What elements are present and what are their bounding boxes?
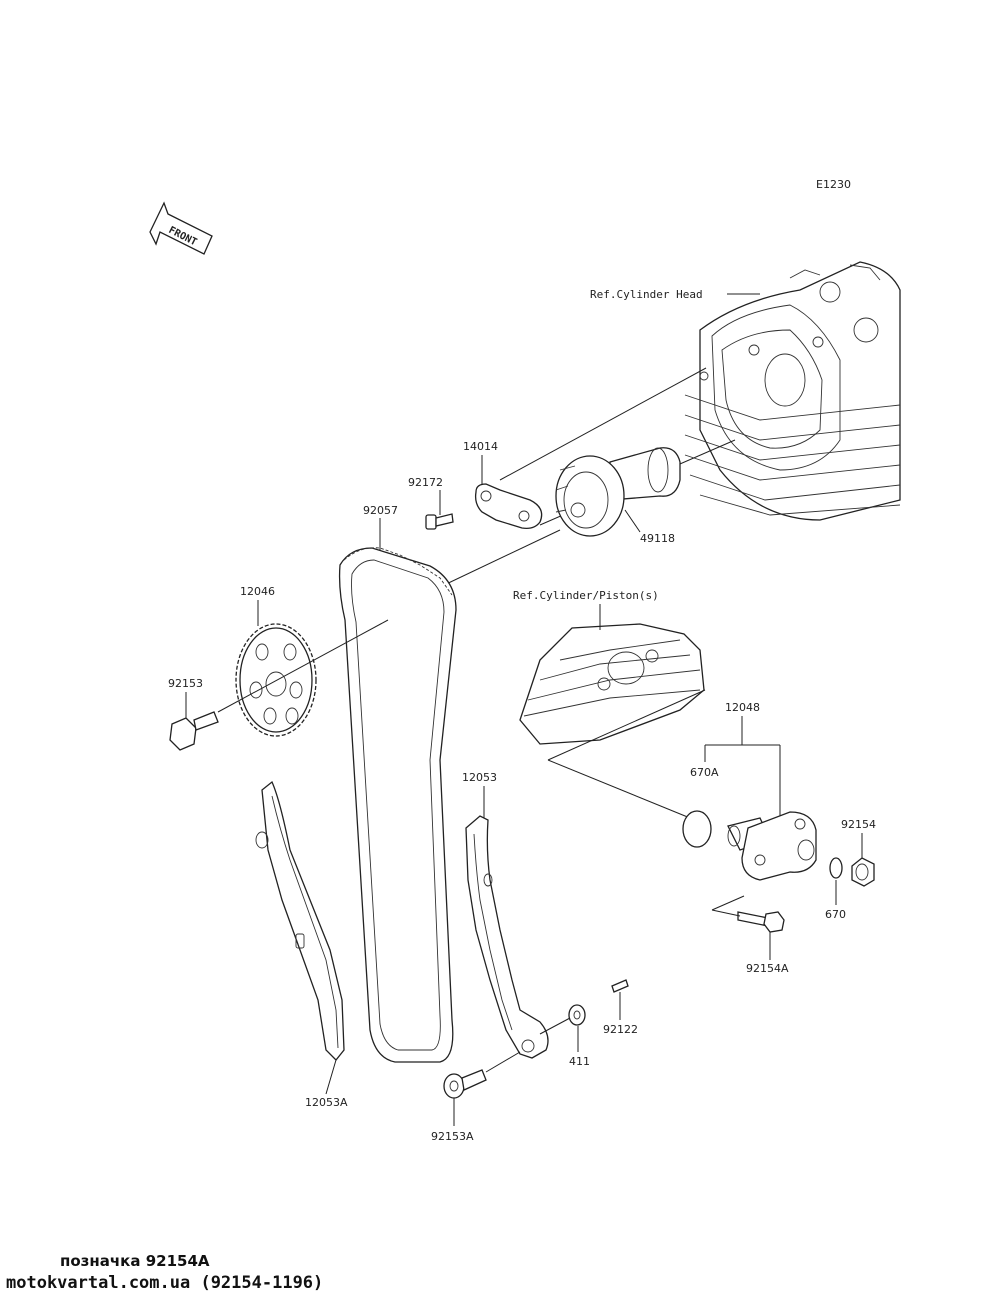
o-ring-670 bbox=[829, 857, 843, 879]
part-label-14014: 14014 bbox=[463, 440, 498, 453]
cylinder-block bbox=[519, 623, 705, 745]
part-label-49118: 49118 bbox=[640, 532, 675, 545]
part-label-411: 411 bbox=[569, 1055, 590, 1068]
chain-guide-right bbox=[465, 815, 549, 1059]
caption: позначка 92154A bbox=[60, 1252, 210, 1270]
pin-92122 bbox=[611, 979, 629, 993]
part-label-12053A: 12053A bbox=[305, 1096, 348, 1109]
site-url: motokvartal.com.ua (92154-1196) bbox=[6, 1273, 324, 1293]
part-label-92154A: 92154A bbox=[746, 962, 789, 975]
ref-cylinder-piston-label: Ref.Cylinder/Piston(s) bbox=[513, 589, 659, 602]
bolt-92153A bbox=[443, 1069, 487, 1099]
part-label-670A: 670A bbox=[690, 766, 719, 779]
washer-411 bbox=[568, 1004, 586, 1026]
part-label-92172: 92172 bbox=[408, 476, 443, 489]
leader-line bbox=[624, 509, 641, 533]
ref-cylinder-head-label: Ref.Cylinder Head bbox=[590, 288, 703, 301]
part-label-12053: 12053 bbox=[462, 771, 497, 784]
leader-line bbox=[485, 1051, 521, 1073]
leader-line bbox=[711, 909, 741, 917]
part-label-12048: 12048 bbox=[725, 701, 760, 714]
cam-sprocket bbox=[235, 623, 317, 737]
part-label-92153A: 92153A bbox=[431, 1130, 474, 1143]
part-label-92122: 92122 bbox=[603, 1023, 638, 1036]
leader-line bbox=[547, 689, 706, 761]
cylinder-head bbox=[684, 261, 901, 521]
leader-line bbox=[325, 1059, 337, 1095]
front-arrow-icon: FRONT bbox=[149, 201, 213, 255]
part-label-92057: 92057 bbox=[363, 504, 398, 517]
part-label-12046: 12046 bbox=[240, 585, 275, 598]
chain-guide-left bbox=[255, 780, 345, 1061]
bolt-92172 bbox=[425, 513, 454, 530]
bolt-92153 bbox=[169, 711, 219, 751]
leader-line bbox=[439, 529, 561, 588]
timing-chain bbox=[338, 547, 457, 1063]
leader-line bbox=[711, 895, 745, 911]
leader-line bbox=[217, 619, 389, 713]
cap-bolt-92154 bbox=[851, 857, 875, 887]
leader-line bbox=[539, 1017, 571, 1035]
bolt-92154A bbox=[737, 911, 785, 933]
diagram-id: E1230 bbox=[816, 178, 851, 191]
leader-line bbox=[499, 367, 707, 481]
camshaft bbox=[555, 447, 681, 537]
chain-tensioner bbox=[727, 811, 817, 881]
part-label-92154: 92154 bbox=[841, 818, 876, 831]
cam-plate bbox=[474, 483, 543, 530]
part-label-670: 670 bbox=[825, 908, 846, 921]
o-ring-670A bbox=[682, 810, 712, 848]
part-label-92153: 92153 bbox=[168, 677, 203, 690]
leader-line bbox=[547, 759, 691, 819]
